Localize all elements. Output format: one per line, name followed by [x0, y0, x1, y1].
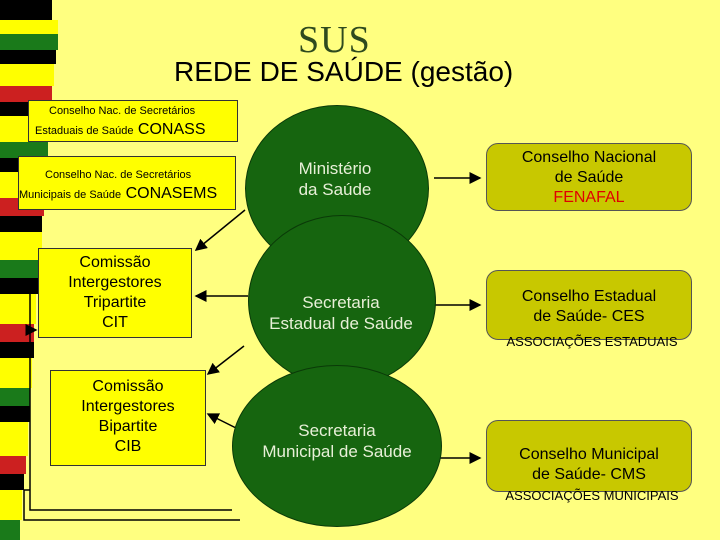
- conass-line1: Conselho Nac. de Secretários: [49, 105, 196, 117]
- cib-line: Intergestores: [81, 398, 175, 415]
- state-council-box: Conselho Estadual de Saúde- CES: [486, 270, 692, 340]
- conass-line2-small: Estaduais de Saúde: [35, 125, 134, 137]
- conasems-acronym: CONASEMS: [125, 185, 218, 202]
- municipal-associations: ASSOCIAÇÕES MUNICIPAIS: [505, 488, 679, 503]
- municipal-council-box: Conselho Municipal de Saúde- CMS: [486, 420, 692, 492]
- ministry-label: Ministério da Saúde: [260, 158, 410, 200]
- state-associations: ASSOCIAÇÕES ESTADUAIS: [506, 334, 678, 349]
- municipal-council-line: Conselho Municipal: [519, 446, 659, 463]
- cib-line: CIB: [114, 438, 142, 455]
- conass-box: Conselho Nac. de Secretários Estaduais d…: [28, 100, 238, 142]
- state-secretariat-line: Estadual de Saúde: [269, 314, 413, 333]
- ministry-line: Ministério: [298, 159, 372, 178]
- cit-line: Comissão: [79, 254, 151, 271]
- municipal-secretariat-label: Secretaria Municipal de Saúde: [240, 420, 434, 462]
- cit-line: Tripartite: [83, 294, 147, 311]
- cit-line: Intergestores: [68, 274, 162, 291]
- title-sus: SUS: [298, 19, 371, 61]
- conass-line2: Estaduais de Saúde CONASS: [35, 121, 206, 139]
- bracket-cib: [23, 489, 240, 521]
- cit-line: CIT: [102, 314, 128, 331]
- arrow-ms-to-cit: [194, 209, 246, 251]
- ellipse-state-secretariat: [248, 215, 436, 387]
- conasems-line2-small: Municipais de Saúde: [19, 189, 122, 201]
- municipal-council-line: de Saúde- CMS: [532, 466, 646, 483]
- fenafal-label: FENAFAL: [553, 189, 625, 206]
- cib-line: Comissão: [92, 378, 164, 395]
- conasems-line2: Municipais de Saúde CONASEMS: [19, 185, 217, 203]
- national-council-line: de Saúde: [554, 169, 624, 186]
- municipal-secretariat-line: Municipal de Saúde: [262, 442, 412, 461]
- state-secretariat-line: Secretaria: [302, 293, 380, 312]
- bracket-cit: [29, 289, 232, 511]
- conasems-line1: Conselho Nac. de Secretários: [45, 169, 192, 181]
- conasems-box: Conselho Nac. de Secretários Municipais …: [18, 156, 236, 210]
- conass-acronym: CONASS: [137, 121, 206, 138]
- ministry-line: da Saúde: [298, 180, 372, 199]
- state-council-line: Conselho Estadual: [521, 288, 657, 305]
- cib-box: Comissão Intergestores Bipartite CIB: [50, 370, 206, 466]
- state-secretariat-label: Secretaria Estadual de Saúde: [248, 292, 434, 334]
- arrow-ses-to-cib: [206, 345, 245, 375]
- cit-box: Comissão Intergestores Tripartite CIT: [38, 248, 192, 338]
- ellipse-municipal-secretariat: [232, 365, 442, 527]
- national-council-box: Conselho Nacional de Saúde FENAFAL: [486, 143, 692, 211]
- municipal-secretariat-line: Secretaria: [298, 421, 376, 440]
- national-council-line: Conselho Nacional: [521, 149, 657, 166]
- cib-line: Bipartite: [98, 418, 158, 435]
- state-council-line: de Saúde- CES: [533, 308, 645, 325]
- title-main: REDE DE SAÚDE (gestão): [174, 56, 514, 87]
